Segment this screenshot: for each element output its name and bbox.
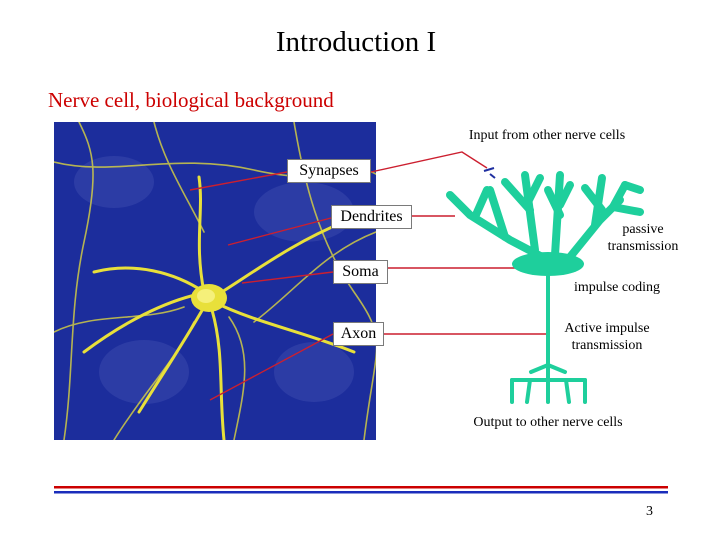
passive-transmission-caption: passive transmission <box>596 221 690 255</box>
soma-label: Soma <box>333 260 388 284</box>
dendrites-label: Dendrites <box>331 205 412 229</box>
active-transmission-caption: Active impulse transmission <box>550 320 664 354</box>
synapses-label: Synapses <box>287 159 371 183</box>
slide-title: Introduction I <box>275 26 437 58</box>
passive-line-1: passive <box>622 222 664 237</box>
active-line-1: Active impulse <box>564 321 650 336</box>
output-caption: Output to other nerve cells <box>473 415 623 430</box>
input-caption: Input from other nerve cells <box>468 128 626 143</box>
synapse-marker <box>483 167 496 179</box>
axon-label: Axon <box>333 322 384 346</box>
impulse-coding-caption: impulse coding <box>574 280 660 295</box>
passive-line-2: transmission <box>607 239 679 254</box>
footer-rule <box>54 486 668 494</box>
active-line-2: transmission <box>571 338 643 353</box>
page-number: 3 <box>646 504 653 519</box>
slide-subtitle: Nerve cell, biological background <box>48 88 334 112</box>
soma-shape <box>512 252 584 276</box>
